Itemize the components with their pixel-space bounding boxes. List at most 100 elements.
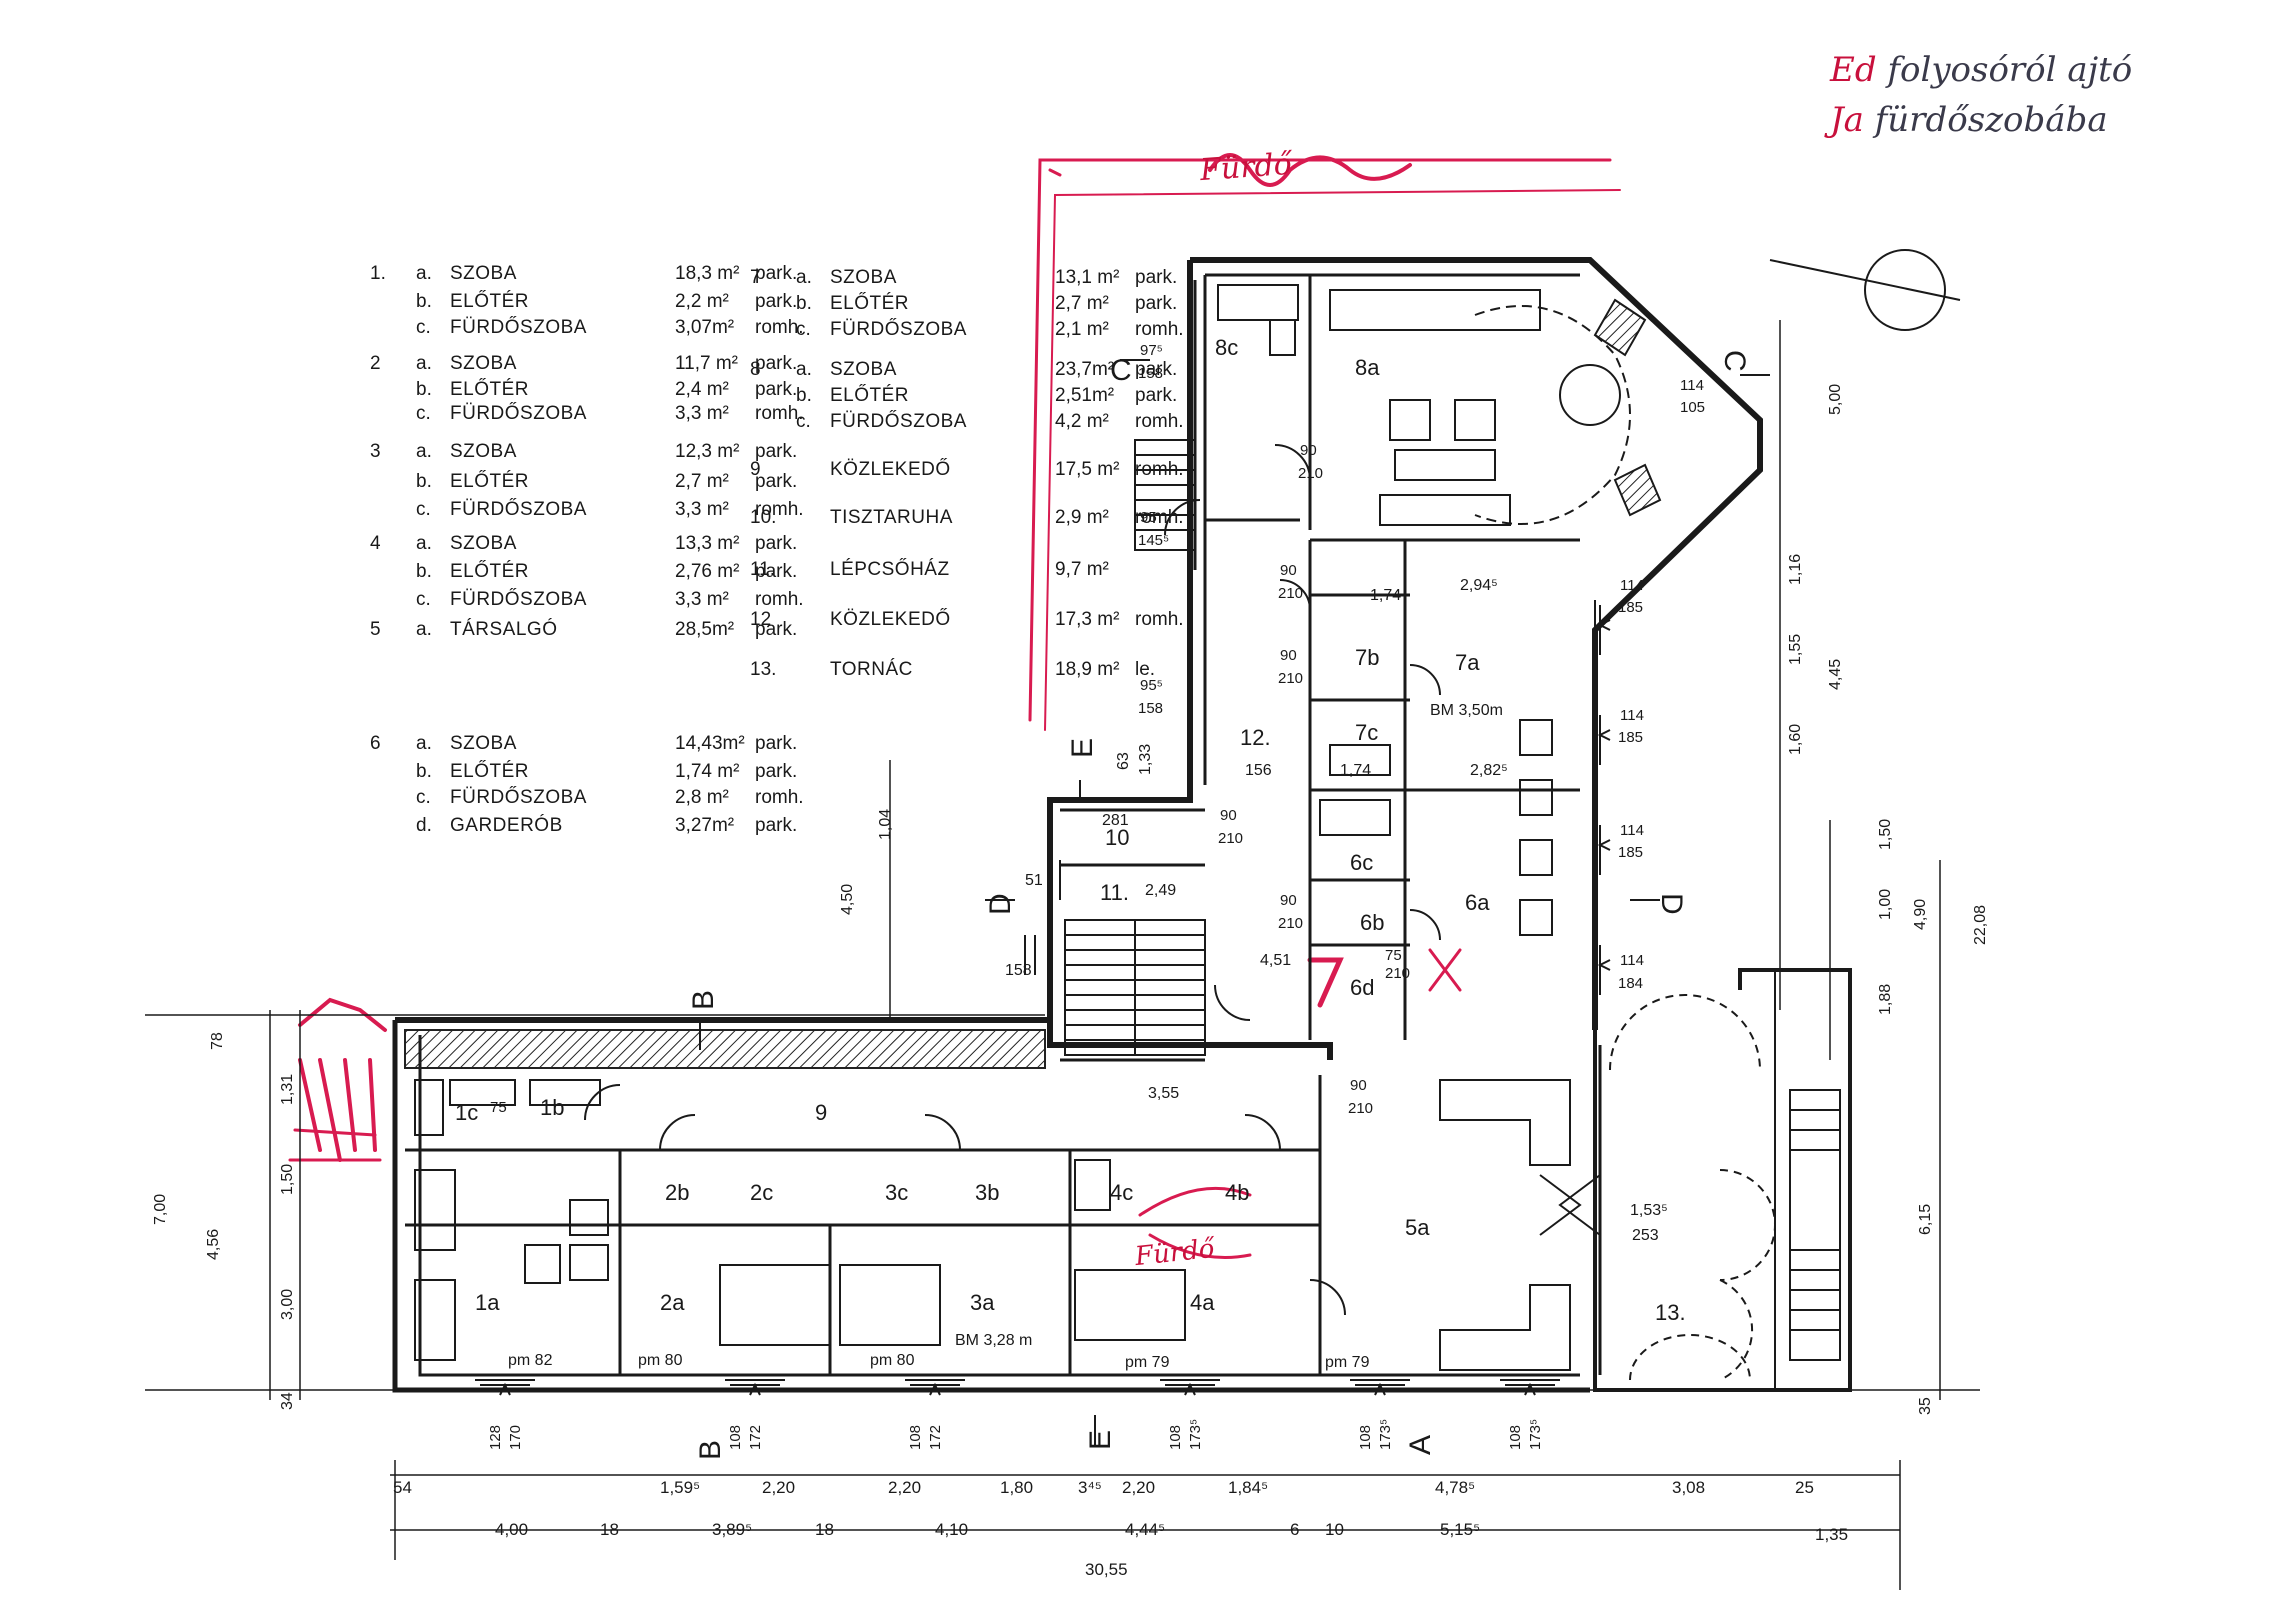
window-dim: 108 <box>727 1425 744 1450</box>
dim: 3⁴⁵ <box>1078 1478 1102 1497</box>
dim: 1,59⁵ <box>660 1478 700 1497</box>
section-label-e-bottom: E <box>1084 1430 1117 1450</box>
window-dim: 108 <box>1507 1425 1524 1450</box>
annotation-156: 156 <box>1245 762 1272 779</box>
right-dimension-chain: 5,00 1,16 1,55 4,45 1,60 1,50 1,00 4,90 … <box>1787 384 1989 1415</box>
section-label-d-right: D <box>1655 893 1688 915</box>
staircase <box>1064 439 1841 1361</box>
dim: 4,90 <box>1912 899 1929 930</box>
door-mark: 114 <box>1680 377 1704 394</box>
middle-dimension-chain: 4,50 1,04 51 63 1,33 158 <box>839 744 1154 979</box>
dim: 34 <box>279 1392 296 1410</box>
room-label-3c: 3c <box>885 1180 908 1205</box>
room-label-8a: 8a <box>1355 355 1380 380</box>
room-label-10: 10 <box>1105 825 1129 850</box>
door-mark: 145⁵ <box>1138 532 1169 549</box>
floor-height-pm79-b: pm 79 <box>1325 1354 1370 1371</box>
section-label-c-left: C <box>1110 354 1132 387</box>
door-mark: 90 <box>1300 442 1317 459</box>
door-mark: 95 <box>1140 509 1157 526</box>
door-mark: 114 <box>1620 707 1644 724</box>
section-label-b-top: B <box>687 990 720 1010</box>
annotation-1-74-b: 1,74 <box>1340 762 1371 779</box>
handwritten-note-line-2: Ja fürdőszobába <box>1830 100 2108 140</box>
window-dim: 108 <box>907 1425 924 1450</box>
annotation-4-51: 4,51 <box>1260 952 1291 969</box>
door-mark: 90 <box>1280 562 1297 579</box>
red-annotation-top: Fürdő <box>1198 146 1293 189</box>
window-dimensions: 128 170 108 172 108 172 108 173⁵ 108 173… <box>487 1419 1544 1450</box>
section-letter-labels: C C D D E E B B A <box>687 350 1751 1460</box>
door-mark: 210 <box>1218 830 1243 847</box>
annotation-2-94: 2,94⁵ <box>1460 577 1498 594</box>
room-label-11: 11. <box>1100 880 1129 905</box>
section-label-e-top: E <box>1066 738 1099 758</box>
annotation-253: 253 <box>1632 1227 1659 1244</box>
door-mark: 75 <box>490 1099 507 1116</box>
dim: 2,20 <box>1122 1478 1155 1497</box>
room-label-7c: 7c <box>1355 720 1378 745</box>
dim: 18 <box>600 1520 619 1539</box>
dim: 22,08 <box>1972 905 1989 945</box>
room-label-13: 13. <box>1655 1300 1686 1325</box>
dim: 1,50 <box>279 1164 296 1195</box>
red-pen-markup <box>288 153 1621 1259</box>
room-label-7b: 7b <box>1355 645 1379 670</box>
dim: 6,15 <box>1917 1204 1934 1235</box>
section-label-d-left: D <box>984 893 1017 915</box>
annotation-281: 281 <box>1102 812 1129 829</box>
dim: 78 <box>209 1032 226 1050</box>
dim: 1,35 <box>1815 1525 1848 1544</box>
dim: 4,45 <box>1827 659 1844 690</box>
door-mark: 158 <box>1138 365 1163 382</box>
dimension-lines <box>145 320 1980 1590</box>
room-label-4a: 4a <box>1190 1290 1215 1315</box>
annotation-1-74: 1,74 <box>1370 587 1401 604</box>
section-label-c-right: C <box>1718 350 1751 372</box>
room-label-6c: 6c <box>1350 850 1373 875</box>
window-marks <box>475 600 1611 1396</box>
annotation-3-55: 3,55 <box>1148 1085 1179 1102</box>
door-mark: 90 <box>1350 1077 1367 1094</box>
section-markers <box>699 359 1770 1445</box>
window-dim: 173⁵ <box>1527 1419 1544 1450</box>
door-mark: 185 <box>1618 599 1643 616</box>
window-dim: 128 <box>487 1425 504 1450</box>
dim: 51 <box>1025 872 1043 889</box>
corridor-wall-hatch <box>404 1029 1046 1069</box>
door-mark: 105 <box>1680 399 1705 416</box>
door-mark: 210 <box>1278 670 1303 687</box>
dim: 4,44⁵ <box>1125 1520 1165 1539</box>
dim: 4,56 <box>205 1229 222 1260</box>
room-label-8c: 8c <box>1215 335 1238 360</box>
window-dim: 173⁵ <box>1377 1419 1394 1450</box>
annotation-1-53: 1,53⁵ <box>1630 1202 1668 1219</box>
window-dim: 173⁵ <box>1187 1419 1204 1450</box>
window-dim: 172 <box>927 1425 944 1450</box>
dim: 1,50 <box>1877 819 1894 850</box>
dim: 3,00 <box>279 1289 296 1320</box>
window-dim: 170 <box>507 1425 524 1450</box>
door-mark: 210 <box>1348 1100 1373 1117</box>
dim: 4,50 <box>839 884 856 915</box>
door-mark: 97⁵ <box>1140 342 1163 359</box>
room-labels: 1a 1b 1c 2a 2b 2c 3a 3b 3c 4a 4b 4c 5a 6… <box>455 335 1686 1325</box>
room-label-4c: 4c <box>1110 1180 1133 1205</box>
room-label-1b: 1b <box>540 1095 564 1120</box>
handwritten-note-line-1: Ed folyosóról ajtó <box>1830 50 2132 90</box>
window-dim: 172 <box>747 1425 764 1450</box>
ceiling-height-bm350: BM 3,50m <box>1430 702 1503 719</box>
dim-total: 30,55 <box>1085 1560 1128 1579</box>
dim: 1,80 <box>1000 1478 1033 1497</box>
dim: 7,00 <box>152 1194 169 1225</box>
dim: 1,16 <box>1787 554 1804 585</box>
door-mark: 210 <box>1278 915 1303 932</box>
dim: 4,00 <box>495 1520 528 1539</box>
door-swings <box>584 444 1441 1316</box>
handwritten-note-line-2-red: Ja <box>1830 100 1864 140</box>
bottom-dimension-row-1: 54 1,59⁵ 2,20 2,20 1,80 3⁴⁵ 2,20 1,84⁵ 4… <box>393 1478 1814 1497</box>
dim: 35 <box>1917 1397 1934 1415</box>
